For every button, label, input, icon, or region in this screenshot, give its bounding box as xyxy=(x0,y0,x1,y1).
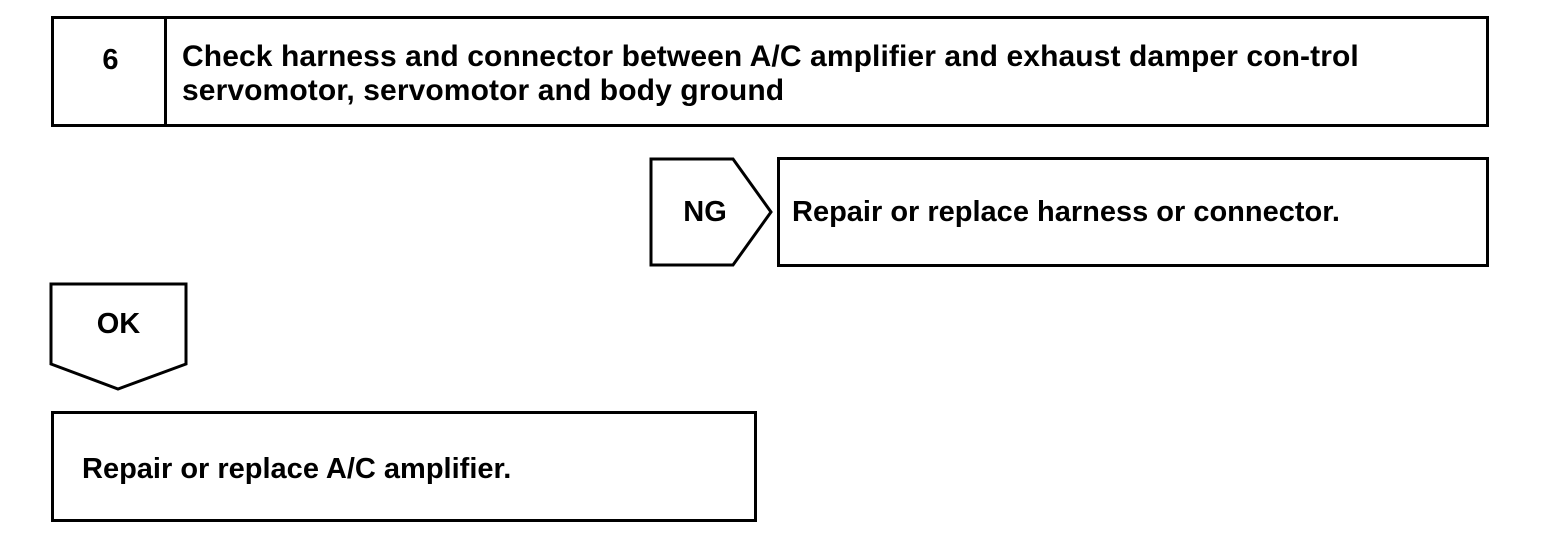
step-title-text: Check harness and connector between A/C … xyxy=(182,40,1359,107)
ok-action-text: Repair or replace A/C amplifier. xyxy=(82,453,512,485)
ok-arrow-outline xyxy=(49,282,188,391)
ng-label: NG xyxy=(683,196,727,228)
ng-result-box: Repair or replace harness or connector. xyxy=(777,157,1489,267)
ng-action-text: Repair or replace harness or connector. xyxy=(792,196,1340,228)
step-title: Check harness and connector between A/C … xyxy=(182,40,1472,108)
step-number-cell: 6 xyxy=(54,19,167,124)
step-box: 6 Check harness and connector between A/… xyxy=(51,16,1489,127)
ng-arrow-outline xyxy=(649,157,773,267)
ok-label: OK xyxy=(96,308,141,340)
ok-result-box: Repair or replace A/C amplifier. xyxy=(51,411,757,522)
step-number: 6 xyxy=(102,44,119,76)
